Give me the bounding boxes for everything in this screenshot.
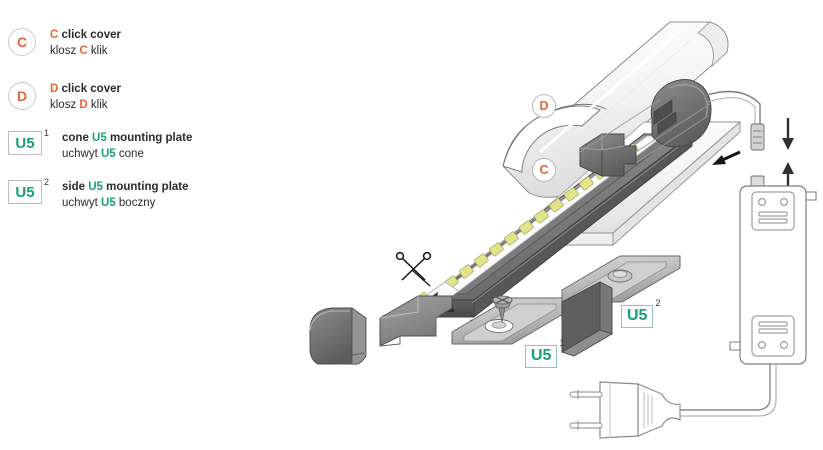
callout-u5-2-sup: 2: [655, 298, 661, 308]
legend-key-c-pl: C: [79, 44, 88, 57]
callout-u5-2: U5 2: [621, 298, 660, 328]
legend-line2-u5-2-post: boczny: [115, 196, 156, 209]
legend-panel: C C click cover klosz C klik D D click c…: [0, 0, 240, 450]
legend-item-u5-side: U5 2 side U5 mounting plate uchwyt U5 bo…: [8, 177, 189, 211]
legend-item-c: C C click cover klosz C klik: [8, 28, 121, 59]
legend-text-u5-side: side U5 mounting plate uchwyt U5 boczny: [62, 180, 189, 211]
callout-u5-1-sup: 1: [559, 338, 565, 348]
legend-text-u5-cone: cone U5 mounting plate uchwyt U5 cone: [62, 131, 192, 162]
badge-sup-u5-2: 2: [44, 177, 50, 187]
badge-square-u5-2-wrap: U5 2: [8, 177, 50, 206]
exploded-assembly-diagram: D C U5 1 U5 2: [240, 0, 823, 450]
part-side-mounting-plate: [560, 255, 681, 357]
legend-key-d-en: D: [50, 83, 59, 95]
legend-line1-u5-1-post: mounting plate: [106, 132, 193, 144]
assembly-arrow-gland: [712, 150, 741, 165]
part-inner-end-cap: [579, 133, 637, 177]
legend-key-u5-2-en: U5: [88, 181, 103, 193]
connect-direction-arrows-icon: [782, 118, 794, 192]
alignment-guide-lines: [579, 99, 711, 164]
scissors-cut-icon: [395, 251, 432, 287]
legend-line1-d-en: click cover: [58, 83, 121, 95]
part-power-supply-unit: [729, 185, 817, 365]
legend-key-d-pl: D: [79, 98, 88, 111]
badge-circle-d: D: [8, 82, 36, 110]
marker-c: C: [532, 158, 556, 182]
legend-line1-u5-1-pre: cone: [62, 132, 93, 144]
assembly-svg: [309, 21, 817, 439]
part-mains-plug-eu: [569, 364, 777, 439]
legend-line1-u5-2-pre: side: [62, 181, 89, 193]
legend-line2-c-pre: klosz: [50, 44, 80, 57]
legend-line2-u5-1-post: cone: [115, 147, 144, 160]
badge-square-u5-1: U5: [8, 131, 42, 155]
legend-line1-u5-2-post: mounting plate: [102, 181, 189, 193]
legend-key-c-en: C: [50, 29, 59, 41]
legend-text-d: D click cover klosz D klik: [50, 82, 121, 113]
legend-text-c: C click cover klosz C klik: [50, 28, 121, 59]
legend-item-d: D D click cover klosz D klik: [8, 82, 121, 113]
legend-key-u5-2-pl: U5: [101, 196, 116, 209]
legend-key-u5-1-en: U5: [92, 132, 107, 144]
callout-u5-2-label: U5: [621, 305, 654, 328]
legend-key-u5-1-pl: U5: [101, 147, 116, 160]
part-cone-mounting-plate: [451, 295, 571, 345]
badge-square-u5-1-wrap: U5 1: [8, 128, 50, 157]
marker-d: D: [532, 94, 556, 118]
part-end-cap-open: [379, 295, 453, 347]
part-end-cap-cable-gland: [650, 79, 712, 148]
legend-line2-u5-2-pre: uchwyt: [62, 196, 101, 209]
legend-line2-c-post: klik: [87, 44, 108, 57]
callout-u5-1-label: U5: [525, 345, 558, 368]
badge-square-u5-2: U5: [8, 180, 42, 204]
legend-item-u5-cone: U5 1 cone U5 mounting plate uchwyt U5 co…: [8, 128, 192, 162]
callout-u5-1: U5 1: [525, 338, 564, 368]
badge-sup-u5-1: 1: [44, 128, 50, 138]
legend-line2-u5-1-pre: uchwyt: [62, 147, 101, 160]
legend-line2-d-post: klik: [87, 98, 108, 111]
legend-line1-c-en: click cover: [58, 29, 121, 41]
badge-circle-c: C: [8, 28, 36, 56]
part-end-cap-closed: [309, 307, 367, 365]
legend-line2-d-pre: klosz: [50, 98, 80, 111]
